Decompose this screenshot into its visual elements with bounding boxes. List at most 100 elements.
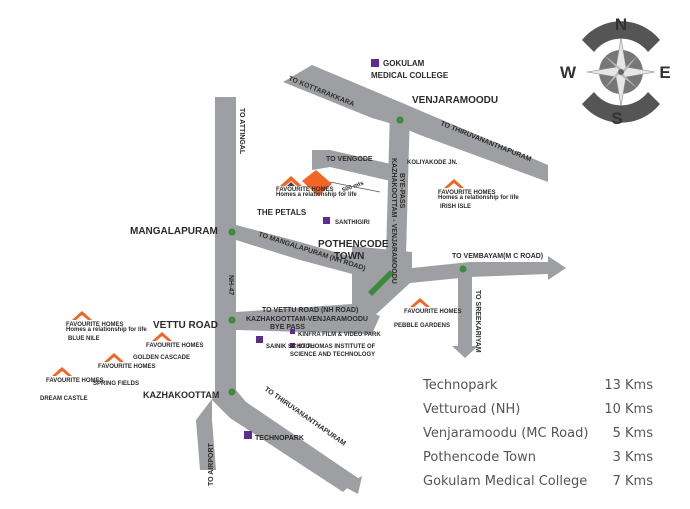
label-santhigiri: SANTHIGIRI	[335, 220, 370, 226]
distance-name: Venjaramoodu (MC Road)	[423, 426, 588, 441]
label-gokulam-2: MEDICAL COLLEGE	[371, 71, 449, 80]
favourite-homes-logo-icon	[280, 176, 302, 186]
label-stthomas-1: ST.THOMAS INSTITUTE OF	[298, 344, 376, 350]
brand-text: FAVOURITE HOMES	[146, 343, 204, 349]
project-dream-castle: FAVOURITE HOMES DREAM CASTLE	[40, 367, 104, 402]
label-koliyakode: KOLIYAKODE JN.	[407, 160, 458, 166]
label-gokulam: GOKULAM	[383, 59, 425, 68]
road-label-attingal: TO ATTINGAL	[238, 108, 245, 155]
junction-vembayam	[459, 265, 467, 273]
label-pothencode: POTHENCODE	[318, 239, 389, 250]
landmark-markers	[244, 59, 379, 439]
project-irish-isle: FAVOURITE HOMES Homes a relationship for…	[438, 179, 519, 210]
distance-row: Venjaramoodu (MC Road) 5 Kms	[423, 426, 653, 441]
distance-value: 7 Kms	[613, 474, 654, 489]
distance-value: 5 Kms	[613, 426, 654, 441]
label-mangalapuram: MANGALAPURAM	[130, 226, 218, 237]
junction-mangalapuram	[228, 228, 236, 236]
technopark-marker	[244, 431, 252, 439]
tvm-bottom-arrow	[343, 476, 362, 494]
favourite-homes-logo-icon	[152, 332, 172, 341]
favourite-homes-logo-icon	[72, 311, 92, 320]
road-label-airport: TO AIRPORT	[208, 442, 215, 486]
brand-text: FAVOURITE HOMES	[404, 309, 462, 315]
road-label-vengode: TO VENGODE	[326, 156, 373, 163]
compass-north: N	[615, 15, 627, 34]
road-label-nh47: NH-47	[227, 275, 234, 295]
distance-value: 13 Kms	[604, 378, 653, 393]
tagline-text: Homes a relationship for life	[276, 192, 357, 198]
distance-name: Pothencode Town	[423, 450, 536, 465]
brand-text: FAVOURITE HOMES	[276, 187, 334, 193]
green-strip	[368, 270, 394, 296]
compass-east: E	[659, 63, 670, 82]
distance-value: 3 Kms	[613, 450, 654, 465]
label-pothencode-town: TOWN	[334, 251, 364, 262]
road-bypass-vertical	[386, 110, 410, 255]
road-label-vembayam: TO VEMBAYAM(M C ROAD)	[452, 253, 543, 260]
stthomas-marker	[290, 343, 295, 348]
distance-row: Gokulam Medical College 7 Kms	[423, 474, 653, 489]
road-to-mangalapuram	[236, 225, 360, 276]
label-sainik: SAINIK SCHOOL	[266, 344, 314, 350]
label-dream-castle: DREAM CASTLE	[40, 396, 88, 402]
label-vettu-road: VETTU ROAD	[153, 320, 218, 331]
project-pebble-gardens: FAVOURITE HOMES PEBBLE GARDENS	[394, 298, 462, 329]
junction-kazhakoottam	[228, 388, 236, 396]
label-irish-isle: IRISH ISLE	[440, 204, 471, 210]
distance-name: Gokulam Medical College	[423, 474, 587, 489]
brand-text: FAVOURITE HOMES	[98, 364, 156, 370]
santhigiri-marker	[323, 217, 330, 224]
tagline-text: Homes a relationship for life	[66, 327, 147, 333]
road-network	[196, 65, 560, 492]
compass-south: S	[611, 109, 622, 128]
favourite-homes-logo-icon-dark	[287, 182, 295, 186]
vembayam-arrow	[548, 256, 566, 280]
label-stthomas-2: SCIENCE AND TECHNOLOGY	[290, 352, 375, 358]
brand-text: FAVOURITE HOMES	[46, 378, 104, 384]
distance-row: Vetturoad (NH) 10 Kms	[423, 402, 653, 417]
label-golden-cascade: GOLDEN CASCADE	[133, 355, 190, 361]
favourite-homes-logo-icon	[52, 367, 72, 376]
project-the-petals: FAVOURITE HOMES Homes a relationship for…	[257, 176, 357, 217]
label-spring-fields: SPRING FIELDS	[93, 381, 139, 387]
road-label-bypass-h-1: KAZHAKOOTTAM-VENJARAMOODU	[246, 316, 368, 323]
distance-table: Technopark 13 Kms Vetturoad (NH) 10 Kms …	[422, 378, 653, 489]
road-to-sreekariyam	[452, 272, 478, 358]
tagline-text: Homes a relationship for life	[438, 195, 519, 201]
gokulam-marker	[371, 59, 379, 67]
kinfra-marker	[290, 329, 295, 334]
distance-name: Technopark	[422, 378, 498, 393]
distance-value: 10 Kms	[604, 402, 653, 417]
label-kinfra: KINFRA FILM & VIDEO PARK	[298, 332, 381, 338]
road-to-vengode	[312, 150, 395, 182]
road-venjaramoodu-mc	[283, 65, 548, 182]
favourite-homes-logo-icon	[410, 298, 430, 307]
road-nh47	[196, 97, 358, 492]
compass-hub	[618, 69, 624, 75]
road-label-bypass-vert-2: BYE-PASS	[398, 173, 405, 209]
project-golden-cascade: FAVOURITE HOMES GOLDEN CASCADE	[133, 332, 204, 361]
junction-markers	[228, 116, 467, 396]
label-venjaramoodu: VENJARAMOODU	[412, 95, 498, 106]
junction-venjaramoodu	[396, 116, 404, 124]
compass-ring	[582, 21, 660, 52]
distance-name: Vetturoad (NH)	[423, 402, 520, 417]
distance-line	[329, 181, 381, 193]
project-spring-fields: FAVOURITE HOMES SPRING FIELDS	[93, 353, 156, 387]
the-petals-plot	[302, 170, 332, 196]
junction-vettu-road	[228, 316, 236, 324]
project-blue-nile: FAVOURITE HOMES Homes a relationship for…	[66, 311, 147, 342]
compass: N S E W	[560, 15, 671, 128]
compass-west: W	[560, 63, 577, 82]
distance-row: Technopark 13 Kms	[422, 378, 653, 393]
label-technopark: TECHNOPARK	[255, 435, 304, 442]
brand-text: FAVOURITE HOMES	[66, 322, 124, 328]
road-label-bypass-vert-1: KAZHAKOOTTAM - VENJARAMOODU	[390, 158, 397, 284]
road-pothencode-center	[352, 246, 560, 322]
label-blue-nile: BLUE NILE	[68, 336, 100, 342]
brand-text: FAVOURITE HOMES	[438, 190, 496, 196]
favourite-homes-logo-icon	[444, 179, 464, 188]
label-pebble-gardens: PEBBLE GARDENS	[394, 323, 450, 329]
label-kazhakoottam: KAZHAKOOTTAM	[143, 390, 219, 400]
